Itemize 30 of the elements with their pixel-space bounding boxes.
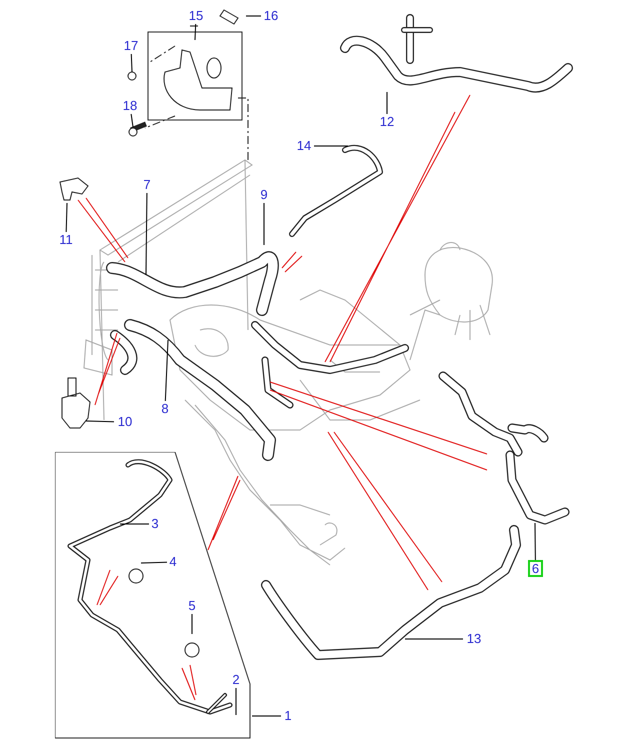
callout-number: 13 [463, 631, 485, 647]
callout-number: 6 [528, 560, 543, 577]
callout-number: 10 [114, 414, 136, 430]
callout-number: 18 [120, 98, 140, 114]
leader-line [130, 114, 134, 128]
callout-number: 2 [230, 672, 242, 688]
leader-line [130, 54, 132, 72]
leader-line [86, 420, 114, 422]
callout-number: 17 [121, 38, 141, 54]
callout-number: 16 [261, 8, 281, 24]
leader-line [140, 562, 168, 564]
callout-number: 15 [187, 8, 205, 24]
leader-line [194, 24, 196, 40]
leader-line [146, 192, 148, 276]
callout-number: 7 [141, 177, 153, 193]
leader-line [534, 522, 536, 560]
callout-number: 5 [186, 598, 198, 614]
callout-number: 1 [281, 708, 295, 724]
leader-line [164, 340, 168, 402]
callout-number: 9 [258, 187, 270, 203]
leader-line [404, 638, 464, 640]
callout-number: 3 [149, 516, 161, 532]
callout-number: 8 [159, 401, 171, 417]
leader-line [386, 92, 388, 114]
callout-number: 12 [377, 114, 397, 130]
callout-number: 14 [294, 138, 314, 154]
group-frame [55, 452, 252, 739]
callout-number: 4 [167, 554, 179, 570]
callout-number: 11 [56, 232, 76, 248]
leader-line [66, 202, 68, 232]
